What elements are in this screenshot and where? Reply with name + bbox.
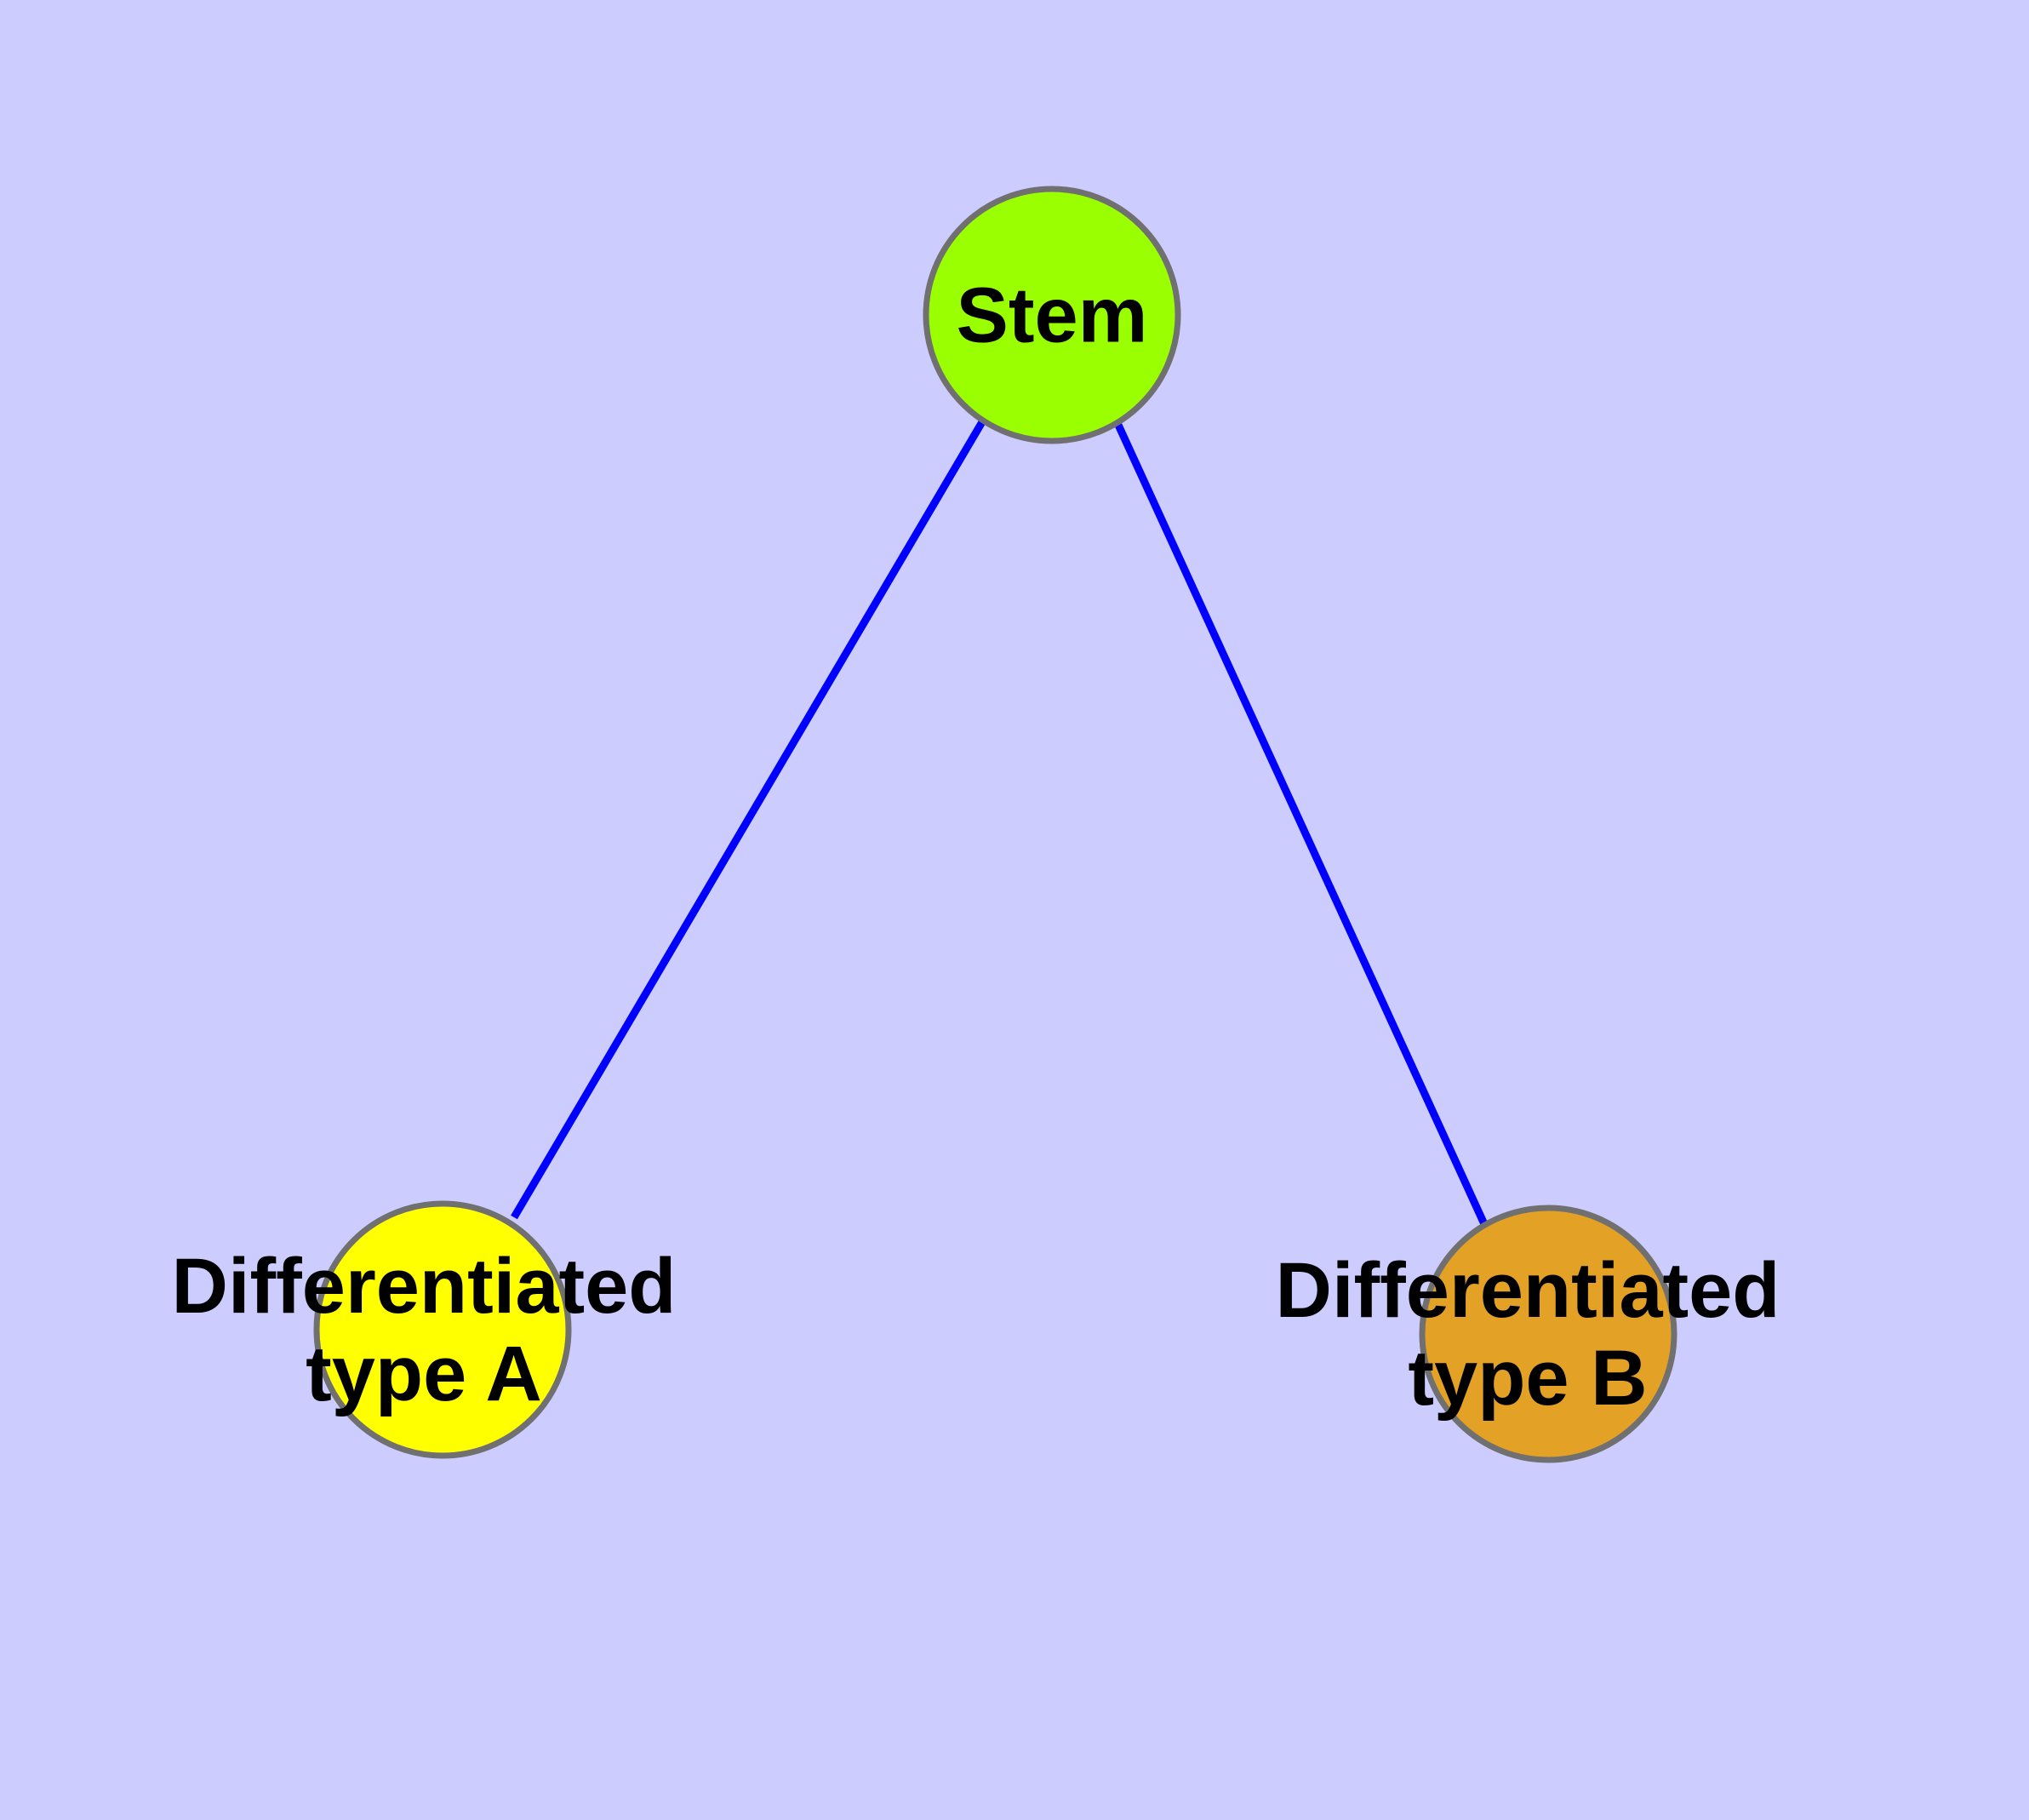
node-label-line: Differentiated [172, 1243, 677, 1330]
edge-stem-to-diff-type-b[interactable] [1113, 421, 1489, 1226]
node-label-line: type B [1408, 1335, 1647, 1422]
edges-layer [511, 418, 1489, 1226]
node-diff-type-b[interactable] [1419, 1205, 1677, 1463]
node-stem[interactable] [923, 186, 1181, 444]
nodes-layer [313, 186, 1677, 1463]
edge-stem-to-diff-type-a[interactable] [511, 418, 986, 1220]
node-label-line: type A [306, 1331, 542, 1417]
node-label-line: Stem [957, 272, 1148, 358]
node-label-stem: Stem [957, 272, 1148, 358]
node-label-line: Differentiated [1276, 1247, 1780, 1334]
node-diff-type-a[interactable] [313, 1200, 572, 1459]
